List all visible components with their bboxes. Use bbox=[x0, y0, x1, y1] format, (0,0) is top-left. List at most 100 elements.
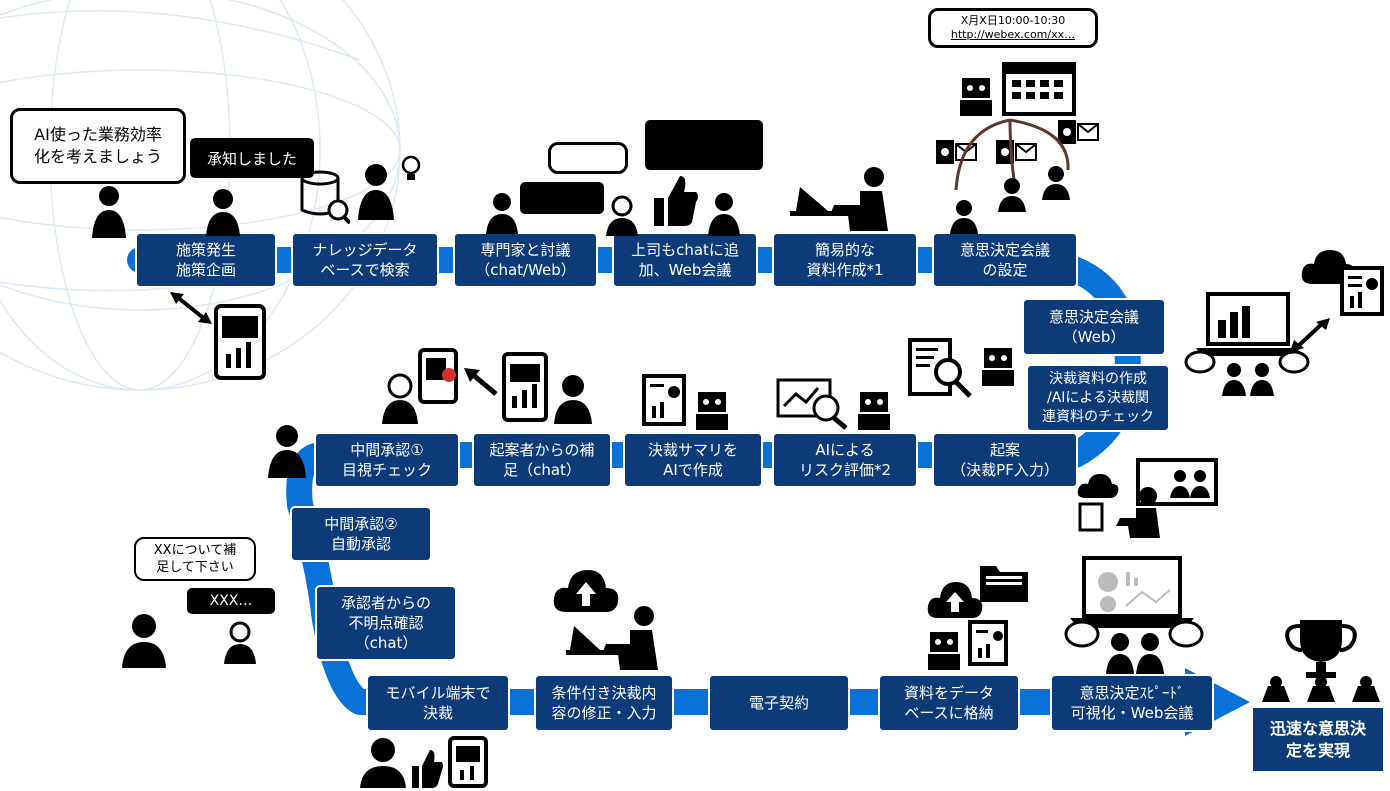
step-label: 決裁資料の作成 bbox=[1049, 370, 1147, 387]
robot-icon bbox=[924, 626, 964, 670]
robot-icon bbox=[854, 386, 894, 430]
step-label: 中間承認② bbox=[324, 515, 398, 533]
step-label: 起案者からの補 bbox=[489, 441, 595, 459]
step-approval-document-ai-check: 決裁資料の作成 /AIによる決裁関 連資料のチェック bbox=[1026, 364, 1170, 432]
arrow-icon bbox=[464, 368, 498, 396]
step-database-storage: 資料をデータ ベースに格納 bbox=[878, 674, 1020, 732]
step-decision-meeting-web: 意思決定会議 （Web） bbox=[1022, 298, 1166, 356]
step-label: 目視チェック bbox=[341, 461, 432, 479]
step-manager-web-meeting: 上司もchatに追 加、Web会議 bbox=[612, 232, 758, 288]
speech-bubble-blank bbox=[645, 120, 763, 170]
step-label: 自動承認 bbox=[330, 535, 391, 553]
step-expert-discussion: 専門家と討議 （chat/Web） bbox=[453, 232, 598, 288]
cloud-upload-icon bbox=[552, 566, 620, 616]
bubble-text: 承知しました bbox=[206, 149, 297, 168]
notification-badge bbox=[442, 368, 456, 382]
calendar-icon bbox=[1002, 56, 1076, 116]
speech-bubble-acknowledged: 承知しました bbox=[190, 138, 314, 178]
step-label: AIによる bbox=[815, 441, 875, 459]
step-label: 承認者からの bbox=[340, 594, 431, 612]
step-label: /AIによる決裁関 bbox=[1046, 389, 1149, 406]
step-label: 起案 bbox=[989, 441, 1020, 459]
person-at-desk-icon bbox=[1076, 470, 1166, 540]
person-icon bbox=[996, 176, 1028, 212]
meeting-participants-icon bbox=[1064, 618, 1204, 674]
cloud-upload-icon bbox=[926, 578, 984, 622]
tablet-icon bbox=[214, 304, 266, 380]
speech-bubble-blank bbox=[520, 182, 604, 214]
web-meeting-screen-icon bbox=[1136, 458, 1218, 510]
step-label: 施策企画 bbox=[175, 261, 236, 279]
robot-icon bbox=[978, 342, 1018, 386]
bubble-text: XXX… bbox=[209, 593, 253, 609]
step-electronic-contract: 電子契約 bbox=[708, 674, 850, 732]
step-label: 意思決定ｽﾋﾟｰﾄﾞ bbox=[1079, 684, 1185, 702]
step-mobile-approval: モバイル端末で 決裁 bbox=[366, 674, 510, 732]
tablet-icon bbox=[418, 348, 458, 404]
step-label: （chat） bbox=[354, 634, 418, 652]
step-label: の設定 bbox=[982, 261, 1028, 279]
robot-icon bbox=[692, 386, 732, 430]
step-label: ベースで検索 bbox=[320, 261, 410, 279]
speech-bubble-blank-outline bbox=[548, 142, 628, 174]
trophy-icon bbox=[1258, 616, 1384, 702]
person-icon bbox=[120, 610, 168, 668]
person-icon bbox=[706, 190, 742, 236]
speech-bubble-reply: XXX… bbox=[187, 588, 275, 614]
step-policy-planning: 施策発生 施策企画 bbox=[135, 232, 277, 288]
person-icon bbox=[552, 372, 594, 424]
step-speed-visualization: 意思決定ｽﾋﾟｰﾄﾞ 可視化・Web会議 bbox=[1050, 674, 1214, 732]
bubble-text: 化を考えましょう bbox=[33, 147, 162, 166]
step-label: 決裁サマリを bbox=[647, 441, 738, 459]
speech-bubble-schedule: X月X日10:00-10:30 http://webex.com/xx… bbox=[928, 8, 1098, 48]
step-label: 足（chat） bbox=[503, 461, 581, 479]
step-label: 資料作成*1 bbox=[806, 261, 884, 279]
step-label: ナレッジデータ bbox=[312, 241, 418, 259]
step-approver-question: 承認者からの 不明点確認 （chat） bbox=[315, 585, 457, 661]
step-simple-document: 簡易的な 資料作成*1 bbox=[772, 232, 918, 288]
step-conditional-correction: 条件付き決裁内 容の修正・入力 bbox=[534, 674, 674, 732]
step-label: （決裁PF入力） bbox=[951, 461, 1059, 479]
thumbs-up-icon bbox=[410, 748, 444, 788]
step-draft-submission: 起案 （決裁PF入力） bbox=[932, 432, 1078, 488]
double-arrow-icon bbox=[170, 292, 212, 324]
robot-icon bbox=[956, 72, 996, 116]
step-label: 電子契約 bbox=[748, 694, 809, 712]
lightbulb-icon bbox=[398, 152, 424, 186]
step-label: 意思決定会議 bbox=[959, 241, 1050, 259]
goal-label: 定を実現 bbox=[1285, 740, 1350, 760]
speech-bubble-ai-proposal: AI使った業務効率 化を考えましょう bbox=[10, 108, 186, 184]
step-label: 上司もchatに追 bbox=[631, 241, 739, 259]
step-label: 加、Web会議 bbox=[638, 261, 732, 279]
step-ai-summary: 決裁サマリを AIで作成 bbox=[623, 432, 763, 488]
tablet-icon bbox=[448, 736, 488, 788]
step-label: （chat/Web） bbox=[475, 261, 576, 279]
speech-bubble-supplement-request: XXについて補 足して下さい bbox=[134, 537, 256, 581]
distribution-arrows bbox=[940, 110, 1080, 200]
person-icon bbox=[948, 198, 980, 234]
step-ai-risk-evaluation: AIによる リスク評価*2 bbox=[772, 432, 918, 488]
step-interim-approval-auto: 中間承認② 自動承認 bbox=[290, 506, 432, 562]
bubble-text: X月X日10:00-10:30 bbox=[960, 14, 1066, 27]
bubble-text: 足して下さい bbox=[156, 560, 234, 575]
person-icon bbox=[484, 190, 520, 234]
meeting-link[interactable]: http://webex.com/xx… bbox=[950, 28, 1076, 41]
step-label: 専門家と討議 bbox=[480, 241, 571, 259]
laptop-chart-icon bbox=[1196, 290, 1300, 360]
person-icon bbox=[90, 182, 128, 238]
step-label: ベースに格納 bbox=[904, 704, 994, 722]
step-label: 不明点確認 bbox=[348, 614, 424, 632]
document-search-icon bbox=[908, 338, 974, 398]
step-label: 容の修正・入力 bbox=[551, 704, 657, 722]
tablet-icon bbox=[502, 352, 548, 422]
person-icon bbox=[358, 736, 408, 788]
person-at-desk-icon bbox=[790, 165, 900, 235]
report-icon bbox=[968, 620, 1008, 666]
person-icon bbox=[380, 372, 420, 424]
bubble-text: AI使った業務効率 bbox=[34, 125, 162, 144]
goal-box: 迅速な意思決 定を実現 bbox=[1253, 708, 1383, 771]
person-icon bbox=[266, 422, 308, 478]
step-label: 可視化・Web会議 bbox=[1070, 704, 1194, 722]
step-meeting-setup: 意思決定会議 の設定 bbox=[932, 232, 1078, 288]
goal-label: 迅速な意思決 bbox=[1269, 718, 1366, 738]
